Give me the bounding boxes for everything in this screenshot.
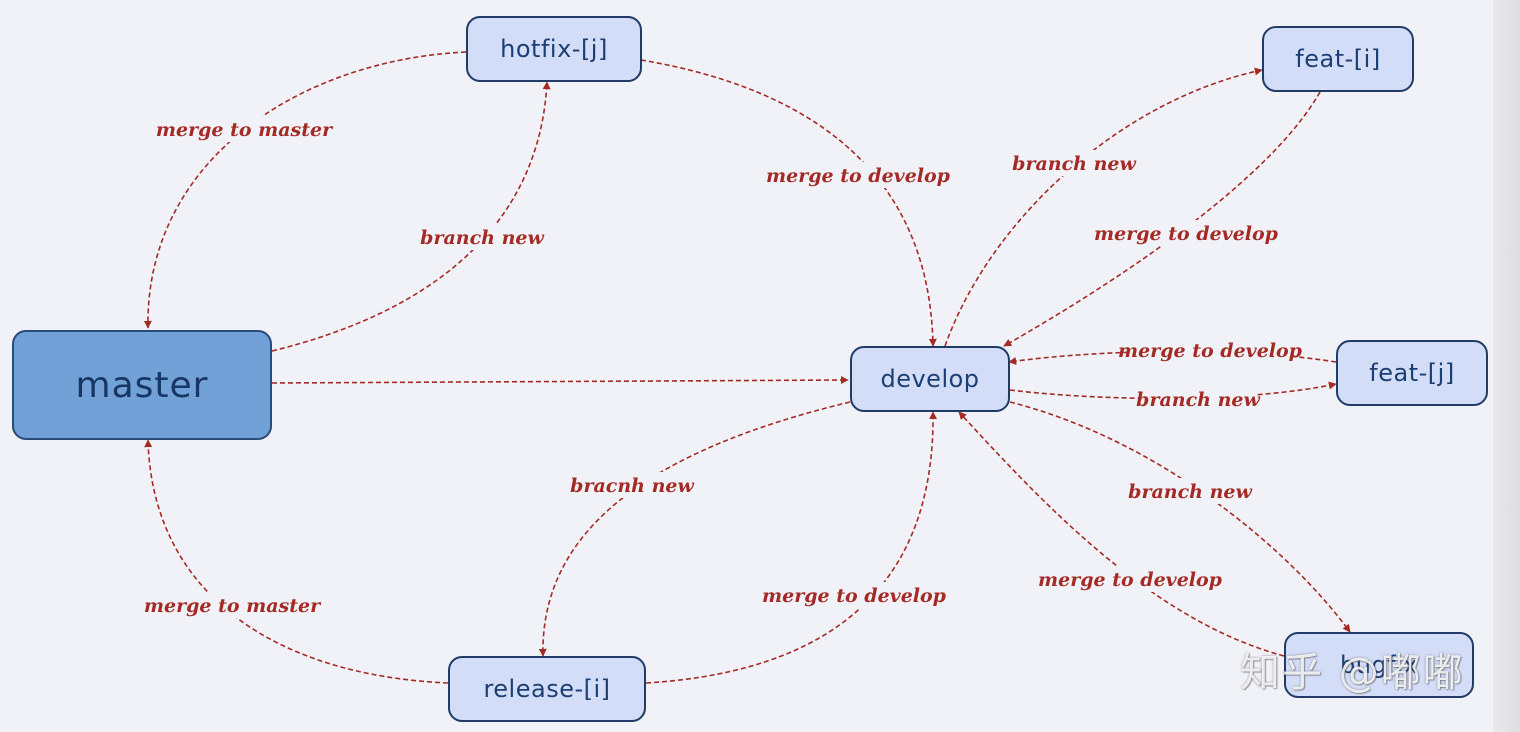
- node-master-label: master: [75, 364, 209, 406]
- edge-develop-to-release: [538, 401, 851, 657]
- node-bugfix[interactable]: bugfix: [1284, 632, 1474, 698]
- edge-master-to-hotfix: [271, 81, 551, 352]
- node-feat-j[interactable]: feat-[j]: [1336, 340, 1488, 406]
- edge-develop-to-feat-i: [944, 67, 1263, 347]
- node-release-label: release-[i]: [483, 675, 611, 703]
- edge-bugfix-to-develop: [958, 411, 1285, 657]
- label-release-to-develop: merge to develop: [762, 585, 947, 607]
- label-bugfix-to-develop: merge to develop: [1038, 569, 1223, 591]
- watermark: 知乎 @嘟嘟: [1240, 650, 1465, 696]
- edge-hotfix-to-master: [143, 51, 467, 329]
- label-develop-to-feat-j: branch new: [1136, 389, 1260, 411]
- label-release-to-master: merge to master: [144, 595, 322, 617]
- label-develop-to-bugfix: branch new: [1128, 481, 1252, 503]
- label-feat-i-to-develop: merge to develop: [1094, 223, 1279, 245]
- node-hotfix[interactable]: hotfix-[j]: [466, 16, 642, 82]
- node-feat-j-label: feat-[j]: [1369, 359, 1455, 387]
- node-develop[interactable]: develop: [850, 346, 1010, 412]
- scrollbar[interactable]: [1493, 0, 1520, 732]
- label-feat-j-to-develop: merge to develop: [1118, 340, 1303, 362]
- node-feat-i[interactable]: feat-[i]: [1262, 26, 1414, 92]
- node-feat-i-label: feat-[i]: [1295, 45, 1381, 73]
- edge-feat-i-to-develop: [1003, 91, 1321, 347]
- label-master-to-hotfix: branch new: [420, 227, 544, 249]
- node-master[interactable]: master: [12, 330, 272, 440]
- node-release[interactable]: release-[i]: [448, 656, 646, 722]
- node-bugfix-label: bugfix: [1340, 651, 1418, 679]
- edge-release-to-develop: [645, 411, 938, 684]
- edge-master-to-develop: [271, 376, 849, 385]
- label-develop-to-feat-i: branch new: [1012, 153, 1136, 175]
- edge-release-to-master: [144, 439, 449, 684]
- label-hotfix-to-develop: merge to develop: [766, 165, 951, 187]
- edge-hotfix-to-develop: [640, 59, 937, 347]
- label-develop-to-release: bracnh new: [570, 475, 694, 497]
- node-develop-label: develop: [880, 365, 980, 393]
- edge-feat-j-to-develop: [1008, 350, 1337, 365]
- label-hotfix-to-master: merge to master: [156, 119, 334, 141]
- node-hotfix-label: hotfix-[j]: [500, 35, 608, 63]
